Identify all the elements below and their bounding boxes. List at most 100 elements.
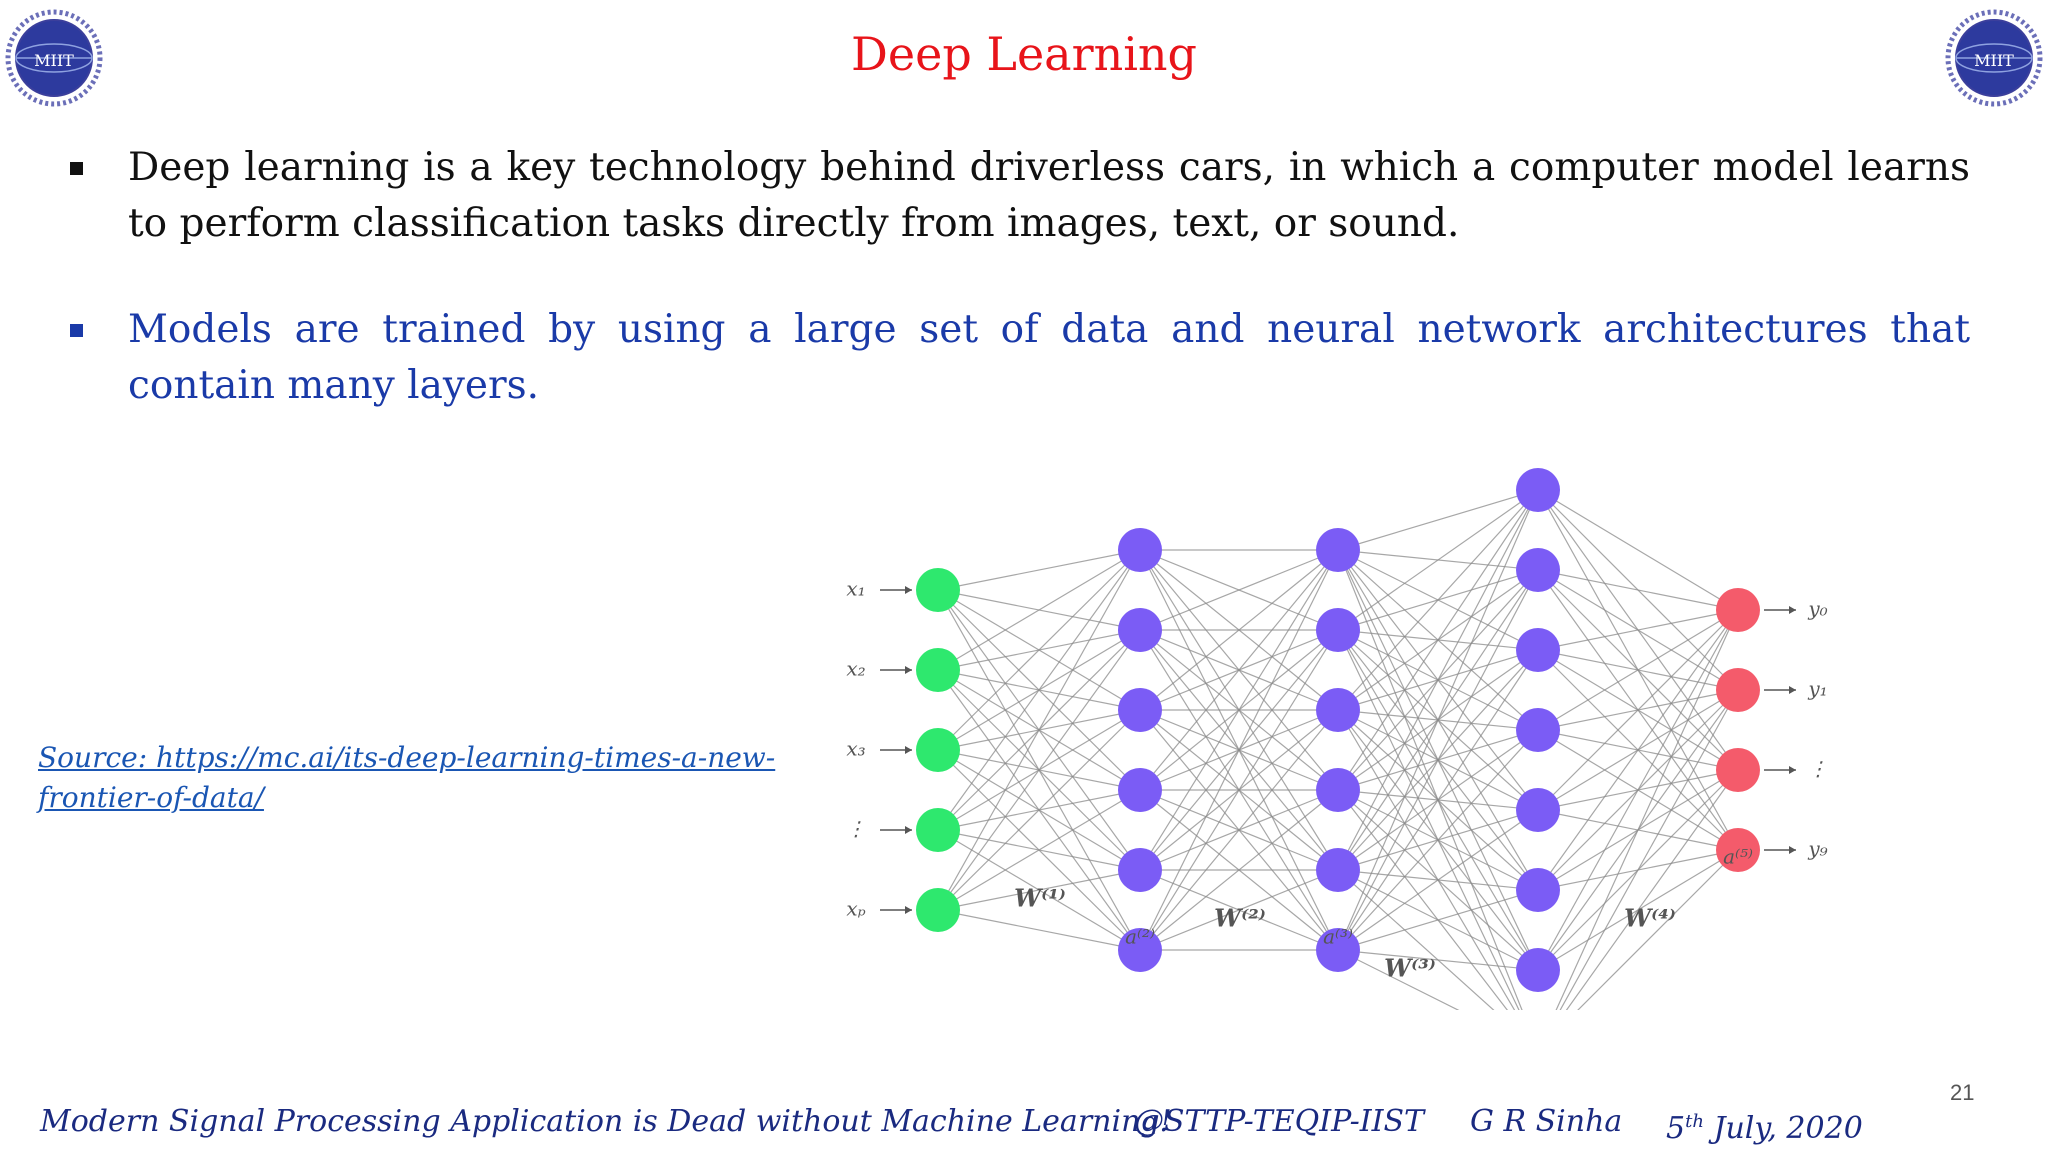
- network-edge: [1139, 789, 1339, 951]
- hidden-node: [1118, 768, 1162, 812]
- input-node: [916, 888, 960, 932]
- network-edge: [1139, 709, 1339, 951]
- institute-logo-left: MIIT: [4, 8, 104, 108]
- logo-text: MIIT: [1974, 51, 2014, 70]
- network-edge: [1537, 609, 1739, 651]
- hidden-node: [1516, 788, 1560, 832]
- network-edge: [937, 789, 1141, 911]
- bullet-item: Models are trained by using a large set …: [70, 302, 1970, 414]
- network-edge: [937, 549, 1141, 671]
- input-node: [916, 648, 960, 692]
- network-edge: [1139, 629, 1339, 951]
- arrow-head-icon: [1789, 606, 1796, 614]
- arrow-head-icon: [1789, 846, 1796, 854]
- network-edge: [937, 909, 1141, 951]
- network-edge: [937, 549, 1141, 831]
- output-label: y₉: [1807, 837, 1827, 861]
- hidden-node: [1118, 688, 1162, 732]
- arrow-head-icon: [1789, 766, 1796, 774]
- hidden-node: [1118, 608, 1162, 652]
- footer-title: Modern Signal Processing Application is …: [40, 1104, 1172, 1139]
- hidden-node: [1316, 608, 1360, 652]
- network-edge: [937, 549, 1141, 911]
- input-label: x₃: [846, 737, 865, 761]
- layer-label: a⁽²⁾: [1125, 925, 1155, 949]
- footer-date-rest: July, 2020: [1703, 1111, 1863, 1146]
- network-edge: [1337, 729, 1539, 951]
- network-edge: [1337, 489, 1539, 951]
- hidden-node: [1118, 848, 1162, 892]
- input-label: xₚ: [846, 897, 865, 921]
- arrow-head-icon: [905, 826, 912, 834]
- arrow-head-icon: [905, 746, 912, 754]
- network-edge: [937, 709, 1141, 911]
- network-edge: [937, 549, 1141, 751]
- output-node: [1716, 668, 1760, 712]
- network-edge: [1337, 949, 1460, 1010]
- network-edge: [1337, 489, 1539, 631]
- square-bullet-icon: [70, 324, 83, 337]
- bullet-item: Deep learning is a key technology behind…: [70, 140, 1970, 252]
- hidden-node: [1118, 528, 1162, 572]
- network-edge: [1559, 689, 1739, 1010]
- network-edge: [1337, 809, 1539, 951]
- network-edge: [937, 869, 1141, 911]
- hidden-node: [1516, 628, 1560, 672]
- network-edge: [1337, 489, 1539, 551]
- bullet-text: Models are trained by using a large set …: [128, 307, 1970, 408]
- network-edge: [1537, 609, 1739, 731]
- input-node: [916, 808, 960, 852]
- layer-label: a⁽³⁾: [1323, 925, 1353, 949]
- footer-event: @STTP-TEQIP-IIST: [1134, 1104, 1425, 1139]
- network-edge: [1337, 869, 1495, 1010]
- network-edge: [1139, 549, 1339, 631]
- network-edge: [1139, 549, 1339, 871]
- network-edge: [1337, 489, 1539, 871]
- arrow-head-icon: [905, 586, 912, 594]
- network-edge: [1337, 489, 1539, 791]
- institute-seal-icon: MIIT: [5, 9, 103, 107]
- network-edge: [1537, 489, 1739, 611]
- input-node: [916, 568, 960, 612]
- input-label: x₂: [846, 657, 865, 681]
- weight-label: W⁽²⁾: [1214, 904, 1266, 933]
- hidden-node: [1316, 688, 1360, 732]
- network-edge: [1337, 569, 1539, 951]
- network-edge: [1337, 789, 1508, 1010]
- network-edge: [1537, 609, 1739, 811]
- network-edge: [1139, 549, 1339, 791]
- weight-label: W⁽⁴⁾: [1624, 904, 1676, 933]
- hidden-node: [1316, 528, 1360, 572]
- network-edge: [1337, 889, 1539, 951]
- arrow-head-icon: [905, 666, 912, 674]
- hidden-node: [1516, 548, 1560, 592]
- network-edge: [1139, 869, 1339, 951]
- network-edge: [937, 549, 1141, 591]
- input-label: x₁: [846, 577, 865, 601]
- output-node: [1716, 588, 1760, 632]
- output-label: y₀: [1807, 597, 1827, 621]
- output-node: [1716, 748, 1760, 792]
- logo-text: MIIT: [34, 51, 74, 70]
- weight-label: W⁽¹⁾: [1014, 884, 1066, 913]
- hidden-node: [1118, 928, 1162, 972]
- bullet-text: Deep learning is a key technology behind…: [128, 145, 1970, 246]
- network-edge: [1565, 769, 1739, 1010]
- network-edge: [937, 629, 1141, 911]
- hidden-node: [1316, 768, 1360, 812]
- slide-title: Deep Learning: [851, 27, 1197, 81]
- arrow-head-icon: [905, 906, 912, 914]
- layer-label: a⁽⁵⁾: [1723, 845, 1753, 869]
- network-edge: [1537, 609, 1739, 971]
- hidden-node: [1516, 948, 1560, 992]
- footer-date: 5th July, 2020: [1666, 1100, 1863, 1146]
- network-edge: [1337, 649, 1539, 951]
- institute-seal-icon: MIIT: [1945, 9, 2043, 107]
- page-number: 21: [1950, 1080, 1975, 1105]
- output-node: [1716, 828, 1760, 872]
- input-label: ⋮: [846, 817, 866, 841]
- hidden-node: [1516, 868, 1560, 912]
- source-link[interactable]: Source: https://mc.ai/its-deep-learning-…: [38, 741, 776, 814]
- hidden-node: [1516, 468, 1560, 512]
